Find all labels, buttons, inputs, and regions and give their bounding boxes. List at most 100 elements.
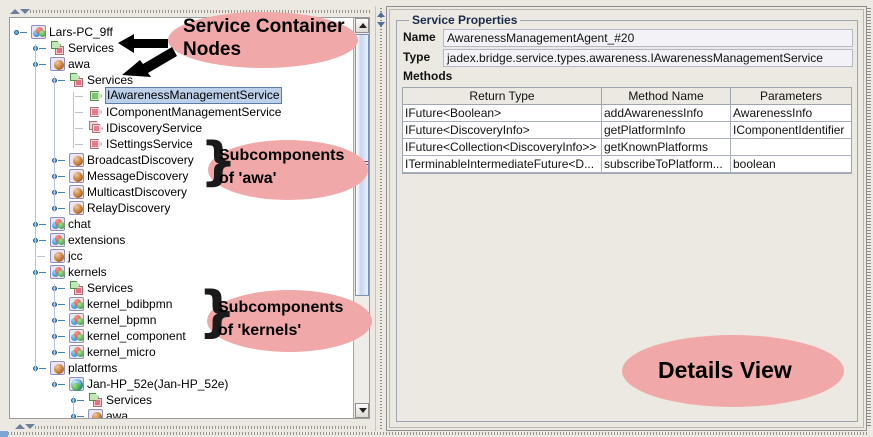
brace-awa-icon: }	[200, 132, 238, 192]
name-row: Name AwarenessManagementAgent_#20	[403, 29, 853, 47]
tree-connector-line	[35, 44, 36, 372]
table-cell[interactable]: getKnownPlatforms	[602, 139, 731, 156]
tree-node-label: Services	[106, 393, 153, 407]
tree-node-label: chat	[68, 217, 91, 231]
window-bottom-strip	[0, 431, 873, 437]
scroll-down-button[interactable]	[355, 403, 369, 418]
tree-bottom-grip	[35, 426, 368, 429]
table-cell[interactable]: AwarenessInfo	[731, 105, 851, 122]
column-header-return-type[interactable]: Return Type	[403, 88, 602, 105]
component-sphere-icon	[69, 153, 84, 167]
component-group-icon	[50, 217, 65, 231]
tree-connector-line	[54, 380, 55, 388]
table-row[interactable]: IFuture<Collection<DiscoveryInfo>>getKno…	[403, 139, 851, 156]
table-row[interactable]: ITerminableIntermediateFuture<D...subscr…	[403, 156, 851, 173]
tree-expand-handle-open[interactable]	[14, 29, 27, 36]
table-cell[interactable]	[731, 139, 851, 156]
table-cell[interactable]: IComponentIdentifier	[731, 122, 851, 139]
subcomponents-awa-line2: of 'awa'	[219, 170, 277, 187]
tree-connector	[37, 256, 45, 257]
subcomponents-awa-annotation-oval	[208, 140, 368, 200]
column-header-method-name[interactable]: Method Name	[602, 88, 731, 105]
service-container-annotation-oval	[168, 12, 358, 68]
component-group-icon	[69, 329, 84, 343]
tree-node-label: jcc	[68, 249, 83, 263]
tree-connector	[75, 144, 83, 145]
subcomponents-kernels-annotation-oval	[207, 290, 372, 352]
table-cell[interactable]: IFuture<Boolean>	[403, 105, 602, 122]
bottom-grip	[8, 432, 868, 435]
details-view-annotation-oval	[622, 335, 844, 407]
divider-right-arrow-icon[interactable]	[377, 22, 385, 27]
type-field[interactable]: jadex.bridge.service.types.awareness.IAw…	[443, 49, 853, 67]
service-page-icon	[87, 136, 104, 152]
column-header-parameters[interactable]: Parameters	[731, 88, 851, 105]
component-sphere-icon	[69, 185, 84, 199]
table-cell[interactable]: IFuture<DiscoveryInfo>	[403, 122, 602, 139]
platform-globe-icon	[69, 377, 84, 391]
tree-connector-line	[54, 284, 55, 356]
table-cell[interactable]: subscribeToPlatform...	[602, 156, 731, 173]
subcomponents-kernels-line2: of 'kernels'	[218, 322, 302, 339]
service-container-icon	[87, 392, 104, 408]
divider-left-arrow-icon[interactable]	[377, 12, 385, 17]
tree-node-label: ISettingsService	[106, 137, 193, 151]
collapse-down-icon[interactable]	[20, 9, 30, 14]
tree-node-label: kernel_component	[87, 329, 186, 343]
tree-node-label: kernels	[68, 265, 107, 279]
scroll-up-button[interactable]	[355, 18, 369, 33]
bottom-collapse-down-icon[interactable]	[25, 424, 35, 429]
tree-node-label: kernel_micro	[87, 345, 156, 359]
type-label: Type	[403, 50, 431, 64]
service-page-icon	[87, 104, 104, 120]
tree-top-collapse-bar[interactable]	[6, 6, 373, 17]
tree-node-label: MulticastDiscovery	[87, 185, 188, 199]
tree-node-label: kernel_bpmn	[87, 313, 157, 327]
brace-kernels-icon: }	[198, 280, 237, 343]
service-container-icon	[49, 40, 66, 56]
tree-bottom-collapse-bar[interactable]	[9, 421, 370, 434]
service-container-annotation-line1: Service Container	[183, 16, 345, 37]
tree-vertical-scrollbar[interactable]	[353, 18, 369, 418]
collapse-up-icon[interactable]	[10, 9, 20, 14]
component-group-icon	[69, 297, 84, 311]
component-group-icon	[69, 345, 84, 359]
name-field[interactable]: AwarenessManagementAgent_#20	[443, 29, 853, 47]
tree-node-label: Services	[87, 281, 134, 295]
table-cell[interactable]: addAwarenessInfo	[602, 105, 731, 122]
triangle-down-icon	[359, 408, 367, 413]
component-group-icon	[50, 233, 65, 247]
service-properties-group: Service Properties Name AwarenessManagem…	[396, 13, 858, 422]
bottom-collapse-up-icon[interactable]	[15, 424, 25, 429]
tree-node-label: Services	[87, 73, 134, 87]
window-corner-marker	[0, 431, 8, 437]
component-sphere-icon	[50, 249, 65, 263]
details-inner: Service Properties Name AwarenessManagem…	[389, 9, 864, 428]
table-cell[interactable]: boolean	[731, 156, 851, 173]
service-container-annotation-line2: Nodes	[183, 39, 242, 60]
table-cell[interactable]: IFuture<Collection<DiscoveryInfo>>	[403, 139, 602, 156]
component-sphere-icon	[69, 169, 84, 183]
tree-node-label: RelayDiscovery	[87, 201, 171, 215]
tree-connector-line	[73, 396, 74, 418]
component-group-icon	[31, 25, 46, 39]
tree-node-label: Lars-PC_9ff	[49, 25, 113, 39]
tree-node-label: extensions	[68, 233, 126, 247]
tree-connector	[75, 128, 83, 129]
table-cell[interactable]: ITerminableIntermediateFuture<D...	[403, 156, 602, 173]
divider-grip	[380, 8, 382, 429]
window-right-grip	[866, 8, 871, 428]
tree-node-label: IDiscoveryService	[106, 121, 203, 135]
component-group-icon	[69, 313, 84, 327]
table-cell[interactable]: getPlatformInfo	[602, 122, 731, 139]
tree-connector-line	[73, 92, 74, 148]
service-container-icon	[68, 72, 85, 88]
